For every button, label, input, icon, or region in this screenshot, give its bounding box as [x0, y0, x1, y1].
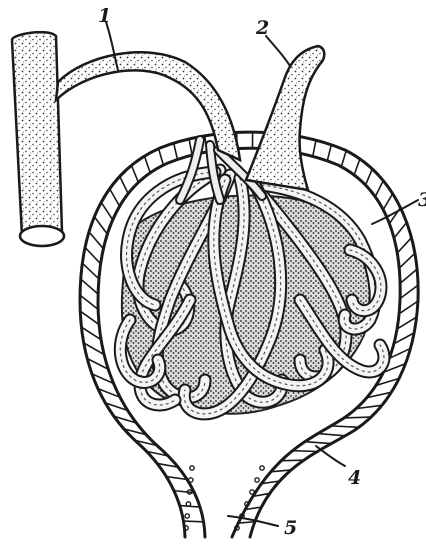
capsule-cell-line — [331, 426, 359, 427]
tubule-cell-nucleus — [185, 514, 189, 518]
capsule-cell-line — [174, 143, 178, 159]
capsule-cell-line — [354, 159, 360, 175]
capsule-cell-line — [85, 247, 101, 263]
capsule-cell-line — [394, 222, 407, 238]
capsule-cell-line — [341, 151, 346, 167]
capsule-cell-line — [80, 311, 99, 325]
label-5: 5 — [284, 517, 297, 539]
capsule-cell-line — [327, 145, 331, 161]
capsule-cell-line — [238, 522, 255, 523]
tubule-cell-nucleus — [255, 478, 259, 482]
tubule-cell-nucleus — [250, 490, 254, 494]
tubule-cell-nucleus — [190, 466, 194, 470]
capsule-cell-line — [400, 285, 418, 298]
capsule-cell-line — [144, 156, 150, 173]
capsule-cell-line — [305, 442, 331, 444]
capsule-cell-line — [344, 417, 371, 418]
capsule-cell-line — [89, 232, 103, 249]
capsule-cell-line — [375, 181, 383, 197]
tubule-cell-nucleus — [189, 478, 193, 482]
capsule-cell-line — [131, 165, 138, 182]
capsule-cell-line — [383, 194, 392, 210]
label-4: 4 — [348, 467, 361, 489]
capsule-cell-line — [81, 279, 98, 294]
tubule-cell-nucleus — [186, 502, 190, 506]
capsule-cell-line — [159, 149, 164, 166]
capsule-cell-line — [80, 295, 98, 309]
capsule-cell-line — [101, 202, 112, 220]
capsule-cell-line — [318, 434, 345, 436]
efferent-arteriole — [246, 46, 324, 190]
capsule-cell-line — [281, 460, 304, 461]
capsule-cell-line — [120, 176, 128, 193]
capsule-cell-line — [399, 253, 415, 268]
capsule-cell-line — [293, 451, 318, 452]
capsule-cell-line — [399, 301, 418, 314]
tubule-cell-nucleus — [260, 466, 264, 470]
capsule-cell-line — [366, 169, 373, 185]
capsule-cell-line — [189, 139, 192, 155]
capsule-cell-line — [400, 269, 417, 283]
tubule-cell-nucleus — [184, 526, 188, 530]
label-2: 2 — [255, 17, 269, 39]
capsule-cell-line — [397, 238, 411, 253]
capsule-cell-line — [313, 140, 316, 156]
capsule-cell-line — [183, 521, 203, 522]
capsule-cell-line — [110, 189, 120, 207]
label-3: 3 — [418, 189, 426, 211]
label-1: 1 — [98, 5, 111, 27]
capsule-cell-line — [94, 217, 107, 234]
capsule-cell-line — [82, 263, 99, 279]
